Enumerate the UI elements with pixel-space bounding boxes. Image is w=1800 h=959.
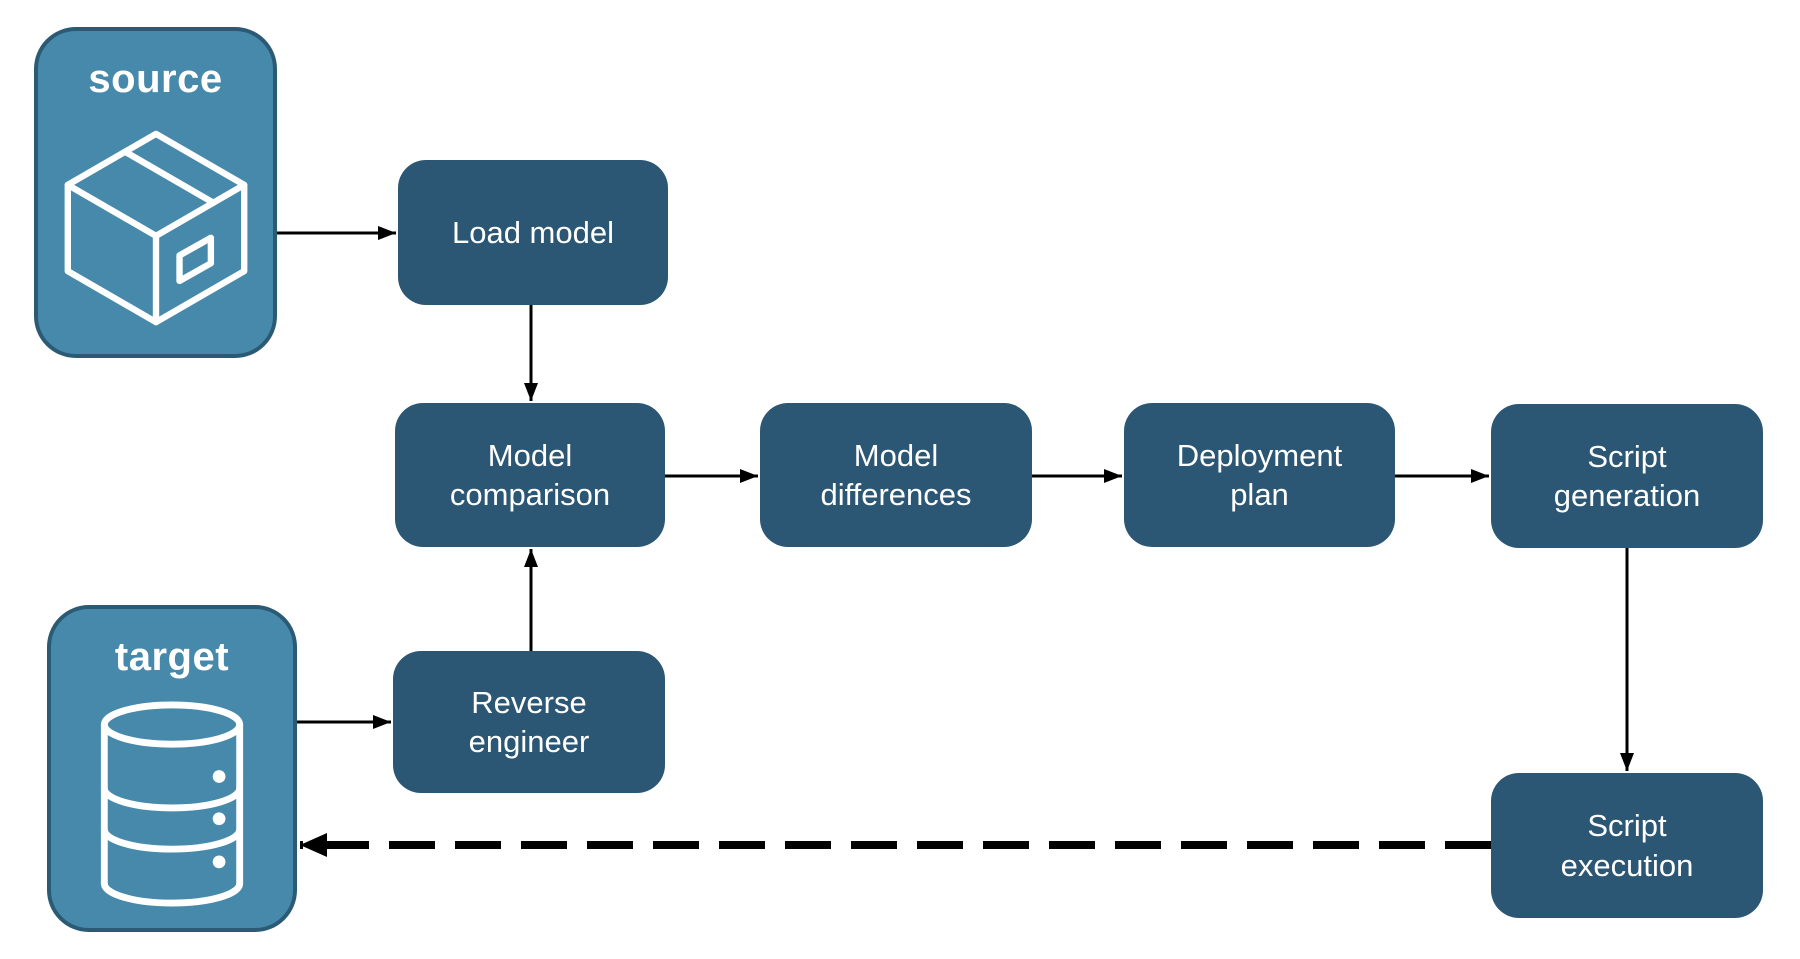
node-script-generation-label: Script generation	[1553, 438, 1701, 513]
node-load-model-label: Load model	[451, 214, 614, 250]
endpoint-target: target	[47, 605, 297, 932]
node-deployment-plan: Deployment plan	[1124, 403, 1395, 547]
target-label: target	[114, 635, 230, 679]
node-script-execution: Script execution	[1491, 773, 1763, 918]
node-model-differences-label: Model differences	[820, 437, 972, 512]
node-model-differences: Model differences	[760, 403, 1032, 547]
endpoint-source: source	[34, 27, 277, 358]
node-model-comparison-label: Model comparison	[449, 437, 611, 512]
database-icon	[51, 680, 293, 928]
node-reverse-engineer: Reverse engineer	[393, 651, 665, 793]
node-model-comparison: Model comparison	[395, 403, 665, 547]
package-icon	[38, 102, 273, 354]
node-reverse-engineer-label: Reverse engineer	[468, 684, 590, 759]
node-deployment-plan-label: Deployment plan	[1176, 437, 1343, 512]
node-script-generation: Script generation	[1491, 404, 1763, 548]
node-script-execution-label: Script execution	[1560, 808, 1694, 883]
node-load-model: Load model	[398, 160, 668, 305]
source-label: source	[88, 57, 223, 101]
